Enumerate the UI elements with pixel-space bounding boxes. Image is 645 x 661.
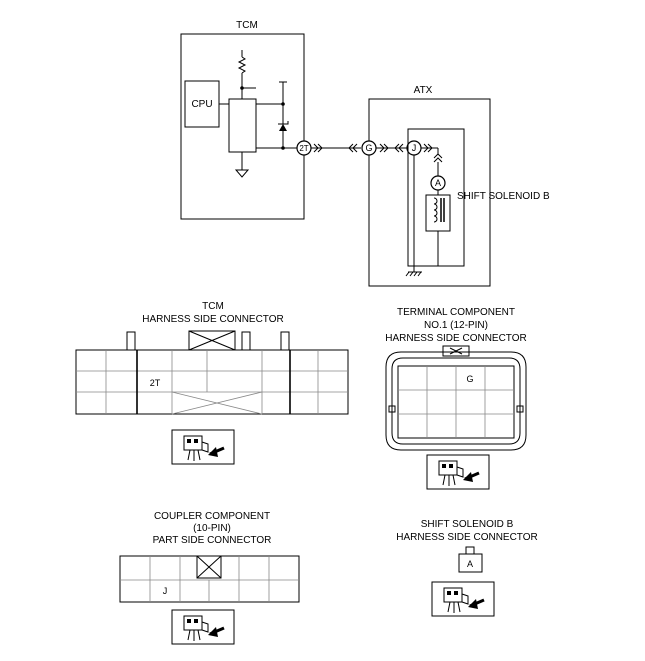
terminal-component-connector: TERMINAL COMPONENT NO.1 (12-PIN) HARNESS… (385, 307, 527, 491)
svg-text:(10-PIN): (10-PIN) (193, 523, 231, 534)
shift-solenoid-label: SHIFT SOLENOID B (457, 191, 550, 202)
atx-box (368, 98, 491, 287)
schematic: TCM CPU 2T ATX (180, 20, 550, 287)
driver-ic (228, 98, 257, 153)
atx-label: ATX (414, 85, 433, 96)
connector-chevron-icon (348, 143, 358, 153)
pin-j-label: J (163, 586, 168, 596)
svg-text:HARNESS SIDE CONNECTOR: HARNESS SIDE CONNECTOR (385, 333, 527, 344)
connector-view-icon (425, 453, 491, 491)
svg-text:HARNESS SIDE CONNECTOR: HARNESS SIDE CONNECTOR (142, 314, 284, 325)
solenoid-box (425, 194, 451, 232)
svg-text:G: G (365, 143, 372, 153)
connector-chevron-icon (433, 153, 443, 163)
tcm-box (180, 33, 305, 220)
pin-2t-label: 2T (150, 378, 161, 388)
coil-icon (433, 197, 438, 223)
svg-text:A: A (435, 178, 441, 188)
connector-chevron-icon (379, 143, 389, 153)
ground-icon (234, 169, 250, 178)
svg-text:COUPLER COMPONENT: COUPLER COMPONENT (154, 511, 270, 522)
zener-diode-icon (279, 124, 287, 131)
shift-solenoid-connector: SHIFT SOLENOID B HARNESS SIDE CONNECTOR … (396, 519, 538, 618)
resistor-icon (237, 56, 247, 74)
tcm-harness-connector: TCM HARNESS SIDE CONNECTOR 2T (75, 301, 349, 466)
svg-text:PART SIDE CONNECTOR: PART SIDE CONNECTOR (153, 535, 272, 546)
connector-view-icon (430, 580, 496, 618)
connector-chevron-icon (313, 143, 323, 153)
svg-text:NO.1 (12-PIN): NO.1 (12-PIN) (424, 320, 488, 331)
tcm-label: TCM (236, 20, 258, 31)
connector-chevron-icon (394, 143, 404, 153)
pin-g-label: G (466, 374, 473, 384)
connector-chevron-icon (423, 143, 433, 153)
svg-text:J: J (412, 143, 417, 153)
pin-a-label: A (467, 559, 473, 569)
svg-text:SHIFT SOLENOID B: SHIFT SOLENOID B (421, 519, 514, 530)
svg-text:TCM: TCM (202, 301, 224, 312)
coupler-component-connector: COUPLER COMPONENT (10-PIN) PART SIDE CON… (119, 511, 300, 646)
svg-text:HARNESS SIDE CONNECTOR: HARNESS SIDE CONNECTOR (396, 532, 538, 543)
connector-view-icon (170, 428, 236, 466)
cpu-label: CPU (191, 99, 212, 110)
svg-text:2T: 2T (299, 144, 308, 153)
svg-text:TERMINAL COMPONENT: TERMINAL COMPONENT (397, 307, 515, 318)
connector-view-icon (170, 608, 236, 646)
